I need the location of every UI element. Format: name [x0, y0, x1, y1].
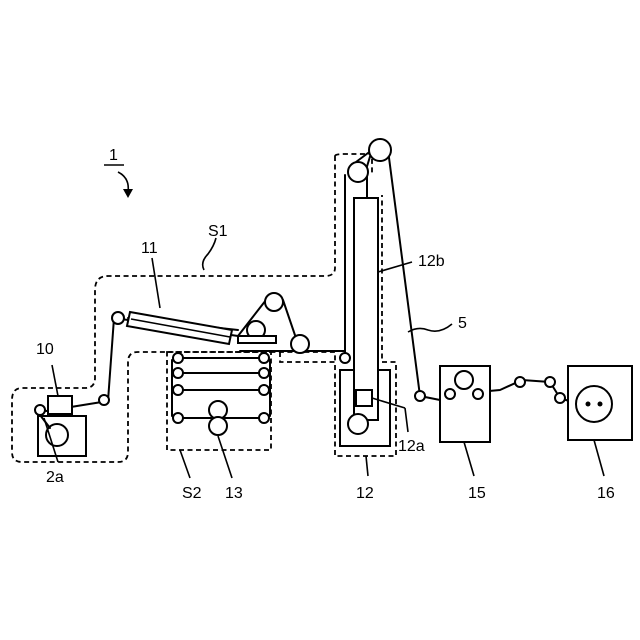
leader-11 — [152, 258, 160, 308]
unit-15-center-roll — [455, 371, 473, 389]
label-16: 16 — [597, 485, 615, 502]
unit-12-lower-roll — [348, 414, 368, 434]
unit-12b-column — [354, 198, 378, 420]
leader-12a-b — [405, 408, 408, 432]
unit-12-top-roll — [348, 162, 368, 182]
label-s1: S1 — [208, 223, 228, 240]
roller-top — [265, 293, 283, 311]
mid-roller — [515, 377, 525, 387]
leader-15 — [464, 442, 474, 476]
unit-10-roller — [99, 395, 109, 405]
label-2a: 2a — [46, 469, 64, 486]
mid-roller — [555, 393, 565, 403]
unit-15-roller-in — [415, 391, 425, 401]
leader-13 — [218, 436, 232, 478]
unit-16-hole — [598, 402, 603, 407]
s2-roller — [259, 413, 269, 423]
unit-12-peak-roll — [369, 139, 391, 161]
unwind-guide-roller — [35, 405, 45, 415]
s2-roller — [259, 385, 269, 395]
web-path-seg — [388, 150, 420, 396]
label-12: 12 — [356, 485, 374, 502]
label-15: 15 — [468, 485, 486, 502]
label-s2: S2 — [182, 485, 202, 502]
unit-15-roller-right — [473, 389, 483, 399]
leader-10 — [52, 365, 58, 396]
label-5: 5 — [458, 315, 467, 332]
leader-12 — [366, 456, 368, 476]
leader-12b — [378, 262, 412, 272]
label-11: 11 — [141, 240, 158, 257]
leader-16 — [594, 440, 604, 476]
arrowhead-1 — [123, 189, 133, 198]
unit-12-entry-roller — [340, 353, 350, 363]
leader-s2 — [180, 450, 190, 478]
leader-5 — [408, 324, 452, 332]
unit-13-roller-bottom — [209, 417, 227, 435]
label-1: 1 — [109, 147, 118, 164]
label-12b: 12b — [418, 253, 445, 270]
unit-16-roll — [576, 386, 612, 422]
label-12a: 12a — [398, 438, 425, 455]
s2-roller — [259, 353, 269, 363]
unit-11-roller-left — [112, 312, 124, 324]
label-13: 13 — [225, 485, 243, 502]
unit-12a-sensor — [356, 390, 372, 406]
roller-nip-b — [291, 335, 309, 353]
s2-roller — [173, 353, 183, 363]
roller-plate — [238, 336, 276, 343]
s2-roller — [259, 368, 269, 378]
unit-10-box — [48, 396, 72, 414]
mid-roller — [545, 377, 555, 387]
s2-roller — [173, 385, 183, 395]
s2-roller — [173, 368, 183, 378]
leader-s1 — [203, 238, 216, 270]
unit-16-hole — [586, 402, 591, 407]
label-10: 10 — [36, 341, 54, 358]
unit-15-roller-left — [445, 389, 455, 399]
s2-roller — [173, 413, 183, 423]
